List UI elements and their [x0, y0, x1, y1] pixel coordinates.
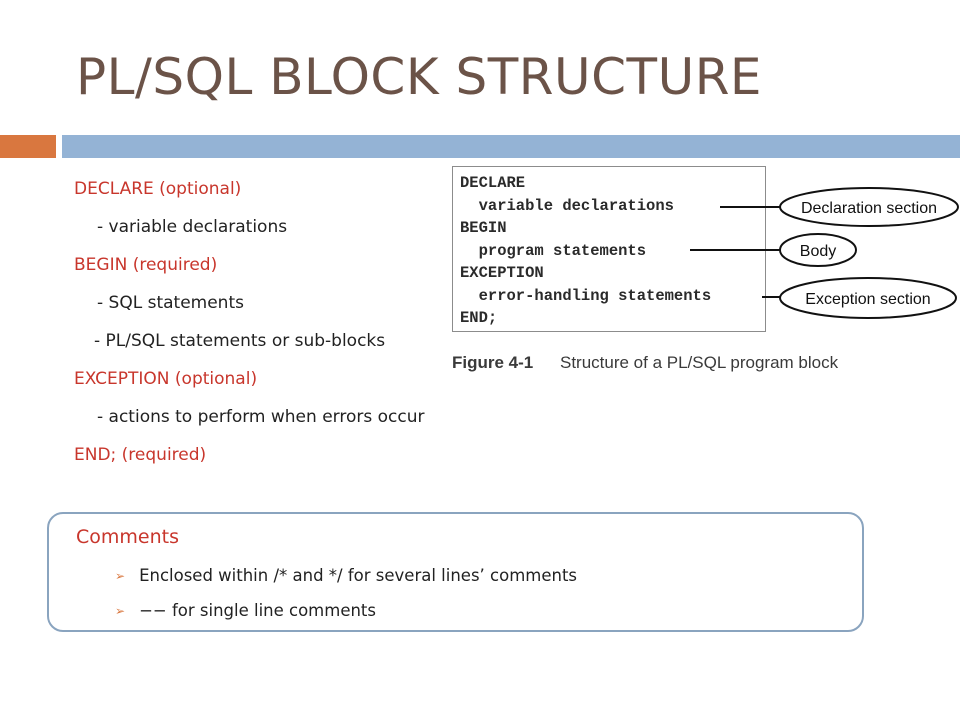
bullet-text: Enclosed within /* and */ for several li… [139, 566, 578, 585]
code-line: EXCEPTION [460, 264, 544, 282]
callout-body-text: Body [800, 243, 836, 260]
callout-body-oval [779, 233, 857, 267]
figure-caption: Figure 4-1 Structure of a PL/SQL program… [452, 353, 838, 373]
accent-bar-blue [62, 135, 960, 158]
figure-code-box [452, 166, 766, 332]
declare-keyword: DECLARE (optional) [74, 179, 242, 199]
code-line: program statements [460, 241, 647, 260]
callout-exception-oval [779, 277, 957, 319]
accent-bar-orange [0, 135, 56, 158]
exception-item: - actions to perform when errors occur [97, 407, 425, 427]
declare-item: - variable declarations [97, 217, 288, 237]
callout-declaration-text: Declaration section [801, 200, 937, 217]
code-line: END; [460, 309, 498, 327]
code-line: error-handling statements [460, 286, 712, 305]
arrow-bullet-icon: ➢ [115, 604, 126, 618]
end-keyword: END; (required) [74, 445, 207, 465]
code-line: BEGIN [460, 219, 507, 237]
slide-title: PL/SQL BLOCK STRUCTURE [76, 48, 763, 106]
figure-caption-text: Structure of a PL/SQL program block [559, 353, 839, 372]
callout-exception-text: Exception section [805, 291, 930, 308]
arrow-bullet-icon: ➢ [115, 569, 126, 583]
code-line: DECLARE [460, 174, 526, 192]
block-outline: DECLARE (optional) - variable declaratio… [74, 178, 474, 482]
comment-bullet-single-line: ➢ −− for single line comments [115, 601, 376, 620]
comment-bullet-multiline: ➢ Enclosed within /* and */ for several l… [115, 566, 577, 585]
begin-item-sql: - SQL statements [97, 293, 244, 313]
callout-declaration-oval [779, 187, 959, 227]
comments-box: Comments ➢ Enclosed within /* and */ for … [47, 512, 864, 632]
begin-item-plsql: - PL/SQL statements or sub-blocks [94, 331, 386, 351]
begin-keyword: BEGIN (required) [74, 255, 218, 275]
comments-title: Comments [76, 526, 179, 548]
bullet-text: −− for single line comments [139, 601, 376, 620]
exception-keyword: EXCEPTION (optional) [74, 369, 258, 389]
figure-label: Figure 4-1 [452, 353, 534, 372]
code-line: variable declarations [460, 196, 674, 215]
figure-code: DECLARE variable declarations BEGIN prog… [460, 172, 711, 330]
